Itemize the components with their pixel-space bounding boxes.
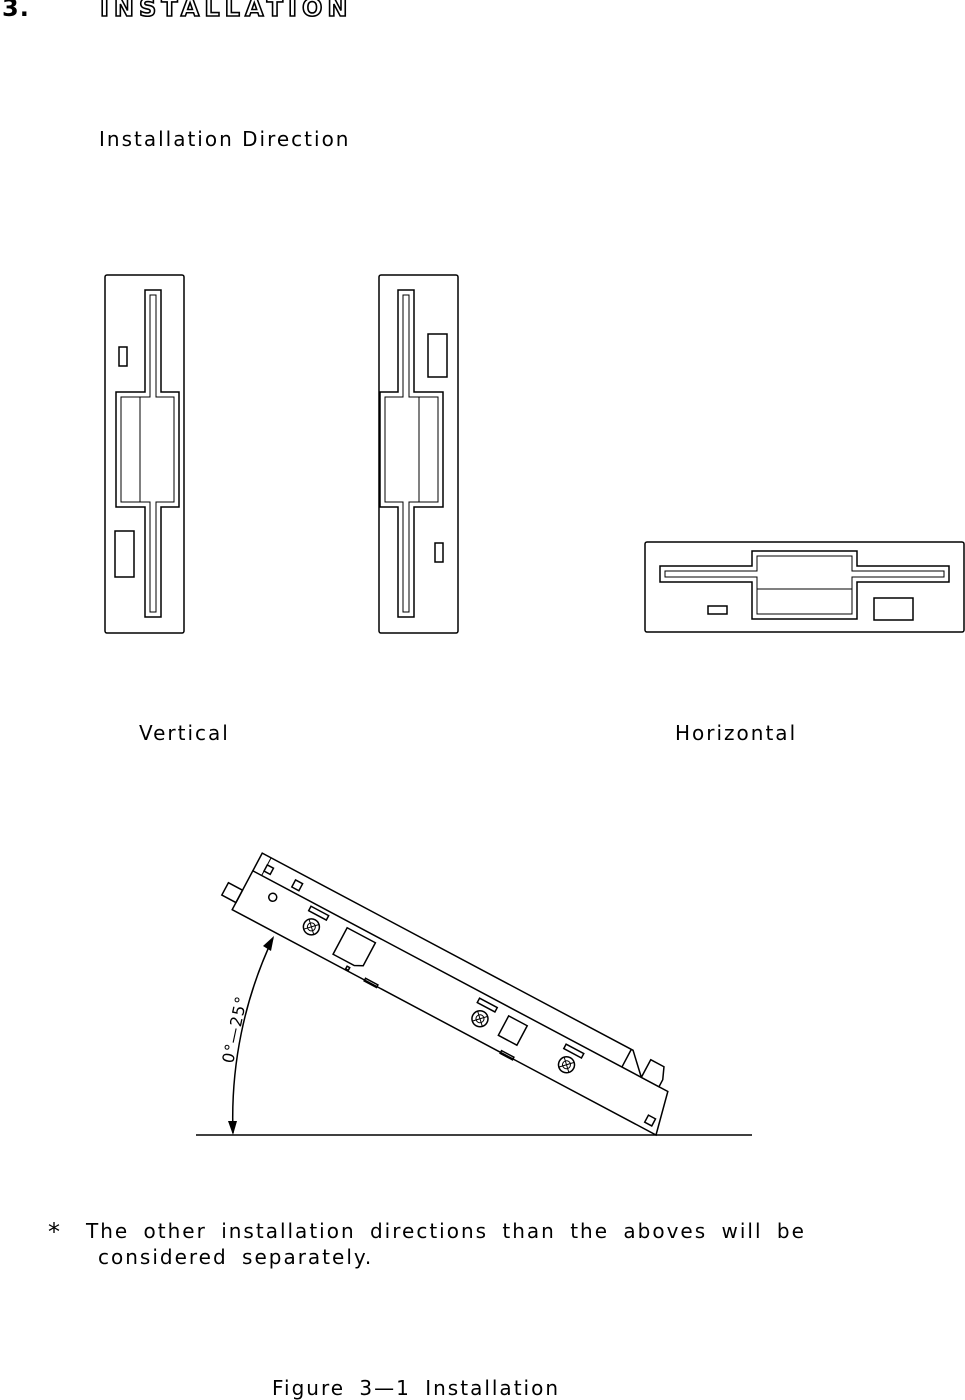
vertical-drive-left: [105, 275, 184, 633]
note-marker: *: [48, 1218, 62, 1246]
label-horizontal: Horizontal: [675, 721, 798, 745]
note-line-1: The other installation directions than t…: [86, 1219, 806, 1243]
subtitle-installation-direction: Installation Direction: [99, 127, 351, 151]
note-line-2: considered separately.: [98, 1245, 374, 1269]
tilted-drive: 0°—25°: [196, 846, 752, 1136]
horizontal-drive: [645, 542, 964, 632]
figure-caption: Figure 3—1 Installation: [272, 1376, 560, 1400]
tilt-range-label: 0°—25°: [218, 994, 251, 1065]
section-title: INSTALLATION: [99, 0, 353, 23]
vertical-drive-right: [379, 275, 458, 633]
label-vertical: Vertical: [139, 721, 230, 745]
section-number: 3.: [2, 0, 30, 22]
